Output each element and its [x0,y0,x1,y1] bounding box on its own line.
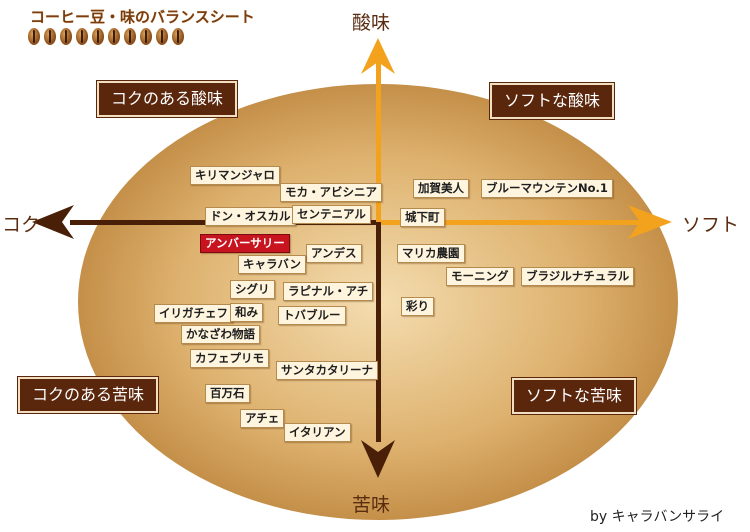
arrow-down-icon [361,440,395,478]
coffee-bean-icon [28,28,40,45]
bean-tag: ブルーマウンテンNo.1 [481,179,613,198]
bean-tag: アチェ [240,409,285,428]
bean-tag-highlight: アンバーサリー [200,234,290,253]
quadrant-soft-bitterness: ソフトな苦味 [512,378,637,414]
bean-tag: キャラバン [238,255,306,274]
bean-tag: イリガチェフ [154,304,233,323]
coffee-bean-icon [124,28,136,45]
coffee-bean-icon [156,28,168,45]
bean-tag: アンデス [306,244,362,263]
coffee-bean-icon [172,28,184,45]
coffee-bean-icon [60,28,72,45]
credit-text: by キャラバンサライ [590,509,725,525]
arrow-left-icon [32,205,74,239]
axis-right-shaft [378,220,648,225]
arrow-right-icon [628,205,672,239]
quadrant-body-bitterness: コクのある苦味 [18,377,159,413]
bean-tag: かなざわ物語 [181,325,260,344]
bean-tag: モカ・アビシニア [280,183,382,202]
bean-tag: マリカ農園 [397,244,465,263]
axis-top-shaft [376,62,381,222]
bean-tag: 和み [230,303,263,322]
coffee-bean-icon [140,28,152,45]
bean-tag: ラピナル・アチ [283,282,374,301]
bean-tag: ブラジルナチュラル [521,267,635,286]
coffee-bean-icon [108,28,120,45]
quadrant-soft-acidity: ソフトな酸味 [490,83,615,119]
bean-tag: モーニング [446,267,514,286]
bean-tag: トバブルー [278,306,346,325]
bean-tag: カフェプリモ [190,349,269,368]
bean-tag: キリマンジャロ [190,166,280,185]
coffee-bean-icon [44,28,56,45]
coffee-bean-icon [76,28,88,45]
coffee-bean-icon [92,28,104,45]
bean-tag: イタリアン [284,423,351,442]
bean-tag: 百万石 [205,384,250,403]
bean-row [28,28,184,46]
bean-tag: ドン・オスカル [205,207,296,226]
bean-tag: 彩り [401,297,434,316]
axis-label-body: コク [2,214,41,236]
axis-bottom-shaft [376,222,381,442]
axis-label-acidity: 酸味 [352,12,391,34]
bean-tag: サンタカタリーナ [276,361,378,380]
bean-tag: センテニアル [292,205,371,224]
bean-tag: 城下町 [400,208,445,227]
axis-label-bitterness: 苦味 [352,494,391,516]
sheet-title: コーヒー豆・味のバランスシート [30,8,255,26]
quadrant-body-acidity: コクのある酸味 [97,81,238,117]
axis-label-soft: ソフト [682,214,740,236]
bean-tag: 加賀美人 [413,179,469,198]
arrow-up-icon [361,38,395,74]
bean-tag: シグリ [230,280,275,299]
